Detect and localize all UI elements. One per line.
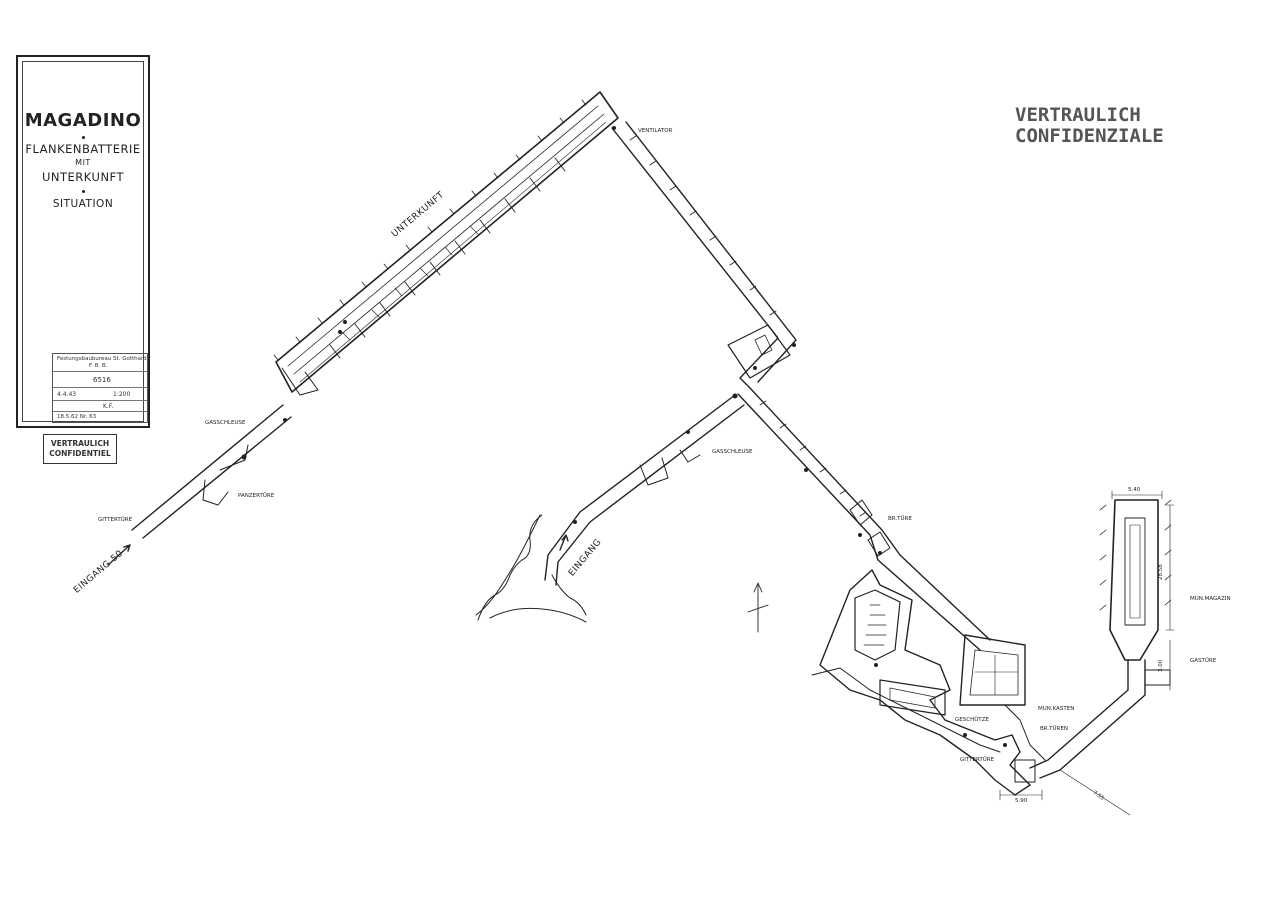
plan-revision: 18.5.62 Nr. 63 — [57, 414, 97, 420]
office-stamp: Festungsbaubureau St. Gotthard F. B. B. … — [52, 353, 148, 423]
plan-title: MAGADINO — [24, 110, 142, 131]
north-arrow — [747, 582, 769, 633]
dimension-2: 28.58 — [1158, 564, 1164, 580]
dimension-1: 5.40 — [1128, 487, 1141, 493]
plan-subtitle-4: SITUATION — [52, 198, 114, 210]
entrance-arrow-2 — [559, 534, 569, 551]
title-block-frame: MAGADINO FLANKENBATTERIE MIT UNTERKUNFT … — [22, 61, 144, 422]
plan-number: 6516 — [93, 376, 111, 384]
connecting-tunnel — [611, 121, 797, 389]
label-br-tueren: BR.TÜREN — [1040, 726, 1068, 732]
structural-dots — [241, 126, 1007, 747]
stamp-line-1: VERTRAULICH — [50, 439, 110, 448]
label-mun-kasten: MUN.KASTEN — [1038, 706, 1075, 712]
dimension-5: 5.90 — [1015, 798, 1028, 804]
battery-complex — [811, 569, 1046, 796]
entrance-arrow-1 — [107, 544, 131, 566]
stamp-line-2: CONFIDENZIALE — [1015, 125, 1164, 147]
label-gasschleuse-2: GASSCHLEUSE — [712, 449, 753, 455]
label-gittertuere-1: GITTERTÜRE — [98, 517, 133, 523]
label-ventilator: VENTILATOR — [638, 128, 673, 134]
separator-dot — [81, 190, 85, 193]
plan-scale: 1:200 — [113, 391, 131, 398]
stamp-line-2: CONFIDENTIEL — [49, 449, 111, 458]
label-panzertuere: PANZERTÜRE — [238, 493, 275, 499]
plan-signature: K.F. — [103, 403, 114, 410]
dimension-lines — [999, 490, 1175, 816]
office-name: Festungsbaubureau St. Gotthard — [57, 356, 147, 362]
office-abbrev: F. B. B. — [89, 363, 108, 369]
label-gasschleuse-1: GASSCHLEUSE — [205, 420, 246, 426]
entrance-2-tunnel — [544, 394, 745, 586]
label-mun-magazin: MUN.MAGAZIN — [1190, 596, 1231, 602]
confidential-stamp-large: VERTRAULICH CONFIDENZIALE — [1015, 105, 1205, 147]
entrance-50-tunnel — [131, 404, 292, 539]
unterkunft-block — [273, 91, 619, 396]
main-gallery — [737, 387, 991, 651]
title-block: MAGADINO FLANKENBATTERIE MIT UNTERKUNFT … — [16, 55, 150, 428]
label-gittertuere-2: GITTERTÜRE — [960, 757, 995, 763]
separator-dot — [81, 136, 85, 139]
stamp-line-1: VERTRAULICH — [1015, 104, 1141, 126]
plan-date: 4.4.43 — [57, 391, 77, 398]
plan-subtitle-1: FLANKENBATTERIE — [25, 142, 141, 156]
label-br-tuere: BR.TÜRE — [888, 516, 912, 522]
terrain-contours — [475, 514, 587, 623]
magazine-block — [1029, 499, 1172, 779]
plan-subtitle-3: UNTERKUNFT — [42, 170, 124, 184]
confidential-stamp-small: VERTRAULICH CONFIDENTIEL — [43, 434, 117, 464]
label-gastuere: GASTÜRE — [1190, 658, 1217, 664]
dimension-3: 3.00 — [1158, 659, 1164, 672]
label-geschuetze: GESCHÜTZE — [955, 717, 989, 723]
plan-subtitle-2: MIT — [75, 158, 91, 167]
